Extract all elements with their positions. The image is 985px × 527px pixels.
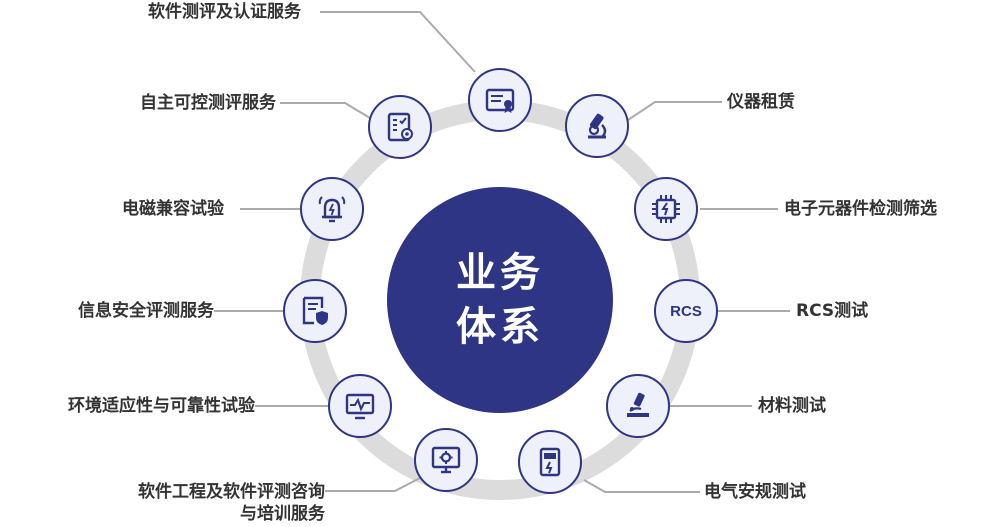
monitor-gear-icon xyxy=(431,446,461,474)
label-autonomous-control-evaluation: 自主可控测评服务 xyxy=(140,93,276,113)
node-emc-test[interactable] xyxy=(300,177,364,241)
node-material-test[interactable] xyxy=(606,374,670,438)
leader-line xyxy=(583,479,700,493)
microscope-slide-icon xyxy=(627,392,649,417)
rcs-icon: RCS xyxy=(670,302,702,320)
leader-line xyxy=(280,102,371,119)
checklist-gear-icon xyxy=(387,112,413,142)
center-line-2: 体系 xyxy=(456,304,544,350)
label-emc-test: 电磁兼容试验 xyxy=(122,199,224,219)
node-electrical-safety-test[interactable] xyxy=(518,430,582,494)
document-shield-icon xyxy=(302,296,328,325)
leader-line xyxy=(325,477,421,492)
node-environmental-reliability-test[interactable] xyxy=(328,374,392,438)
microscope-icon xyxy=(588,113,607,139)
electric-meter-icon xyxy=(539,447,561,477)
label-software-certification: 软件测评及认证服务 xyxy=(148,2,301,22)
leader-line xyxy=(627,101,722,121)
node-instrument-rental[interactable] xyxy=(565,94,629,158)
label-component-screening: 电子元器件检测筛选 xyxy=(784,199,937,219)
node-information-security-evaluation[interactable] xyxy=(283,279,347,343)
label-environmental-reliability-test: 环境适应性与可靠性试验 xyxy=(68,396,255,416)
label-rcs-test: RCS测试 xyxy=(796,301,869,321)
chip-icon xyxy=(652,195,680,223)
leader-line xyxy=(320,11,476,73)
alarm-bell-icon xyxy=(318,196,346,223)
label-information-security-evaluation: 信息安全评测服务 xyxy=(78,301,214,321)
node-rcs-test[interactable]: RCS xyxy=(654,279,718,343)
center-line-1: 业务 xyxy=(456,250,544,296)
node-software-certification[interactable] xyxy=(468,68,532,132)
node-autonomous-control-evaluation[interactable] xyxy=(368,95,432,159)
label-line-1: 软件工程及软件评测咨询 xyxy=(138,482,325,502)
center-hub: 业务 体系 xyxy=(387,187,613,413)
label-electrical-safety-test: 电气安规测试 xyxy=(704,482,806,502)
node-component-screening[interactable] xyxy=(634,177,698,241)
label-instrument-rental: 仪器租赁 xyxy=(727,92,795,112)
label-software-engineering-consulting: 软件工程及软件评测咨询 与培训服务 xyxy=(138,481,325,525)
monitor-pulse-icon xyxy=(345,393,375,420)
node-software-engineering-consulting[interactable] xyxy=(414,428,478,492)
label-line-2: 与培训服务 xyxy=(240,504,325,524)
label-material-test: 材料测试 xyxy=(758,396,826,416)
certificate-icon xyxy=(485,88,515,113)
